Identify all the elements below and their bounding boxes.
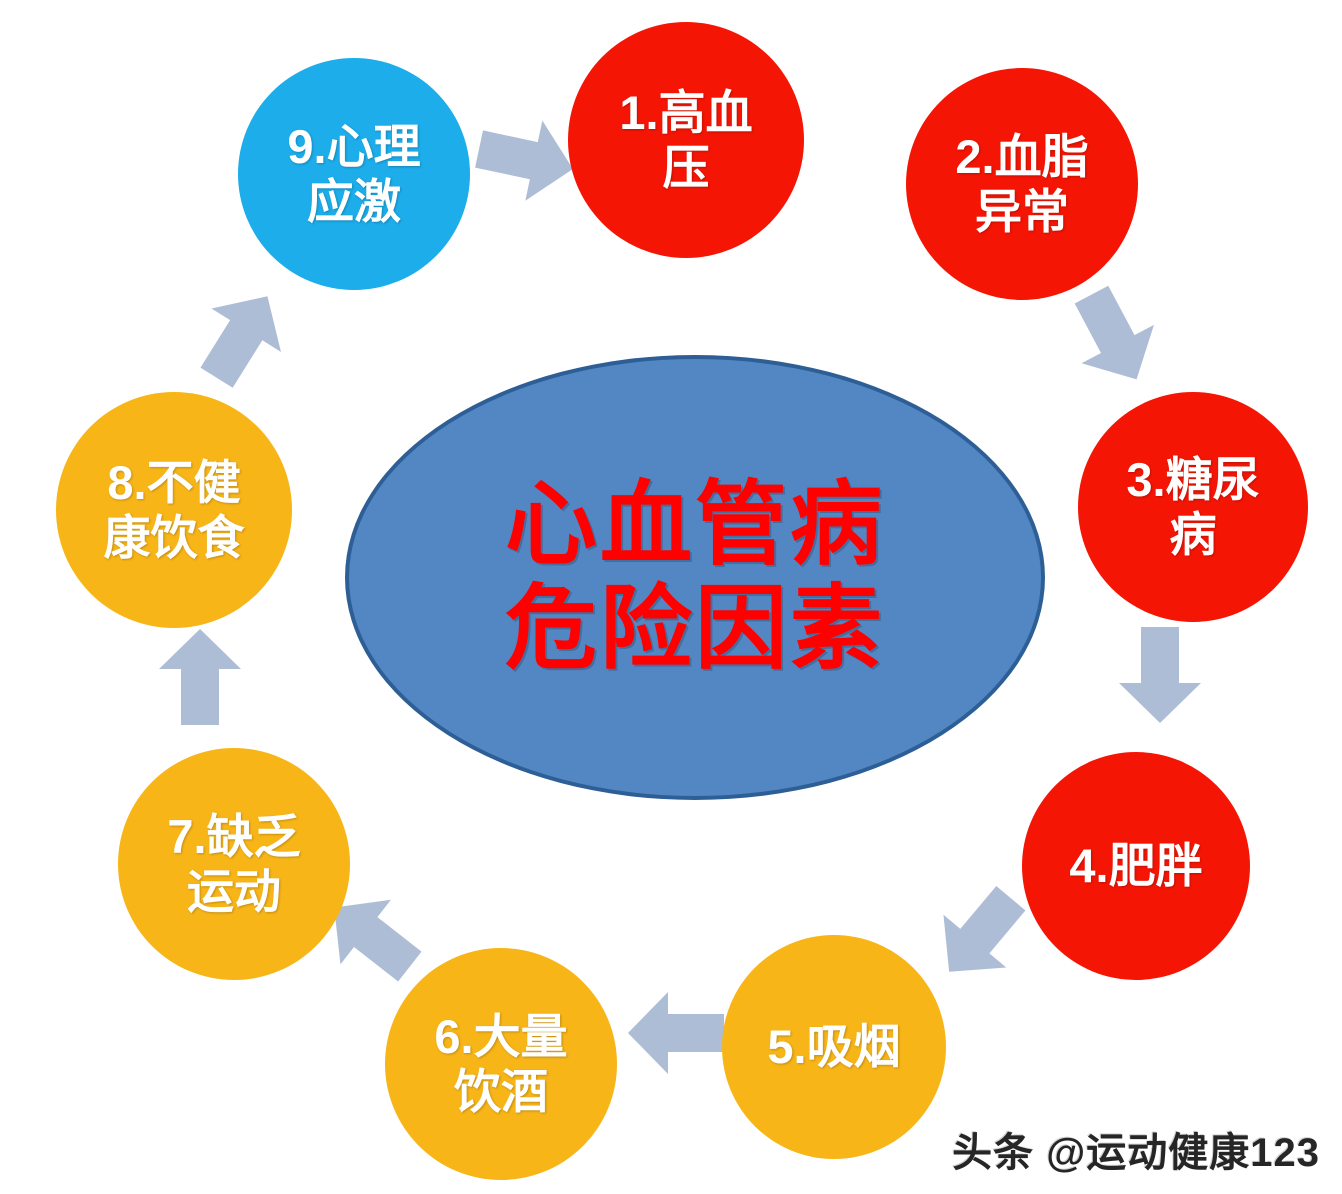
node-5-label: 5.吸烟 — [767, 1020, 901, 1074]
center-ellipse: 心血管病 危险因素 — [345, 355, 1045, 800]
node-6-heavy-drinking[interactable]: 6.大量 饮酒 — [385, 948, 617, 1180]
node-4-label: 4.肥胖 — [1069, 839, 1203, 893]
node-4-obesity[interactable]: 4.肥胖 — [1022, 752, 1250, 980]
node-9-label: 9.心理 应激 — [287, 119, 421, 228]
node-3-label: 3.糖尿 病 — [1126, 452, 1260, 561]
node-2-label: 2.血脂 异常 — [955, 129, 1089, 238]
watermark: 头条 @运动健康123 — [952, 1131, 1320, 1175]
node-2-dyslipidemia[interactable]: 2.血脂 异常 — [906, 68, 1138, 300]
node-3-diabetes[interactable]: 3.糖尿 病 — [1078, 392, 1308, 622]
node-8-label: 8.不健 康饮食 — [103, 455, 245, 564]
node-5-smoking[interactable]: 5.吸烟 — [722, 935, 946, 1159]
node-1-label: 1.高血 压 — [619, 85, 753, 194]
center-title-line-1: 心血管病 — [504, 474, 885, 577]
node-9-psychological-stress[interactable]: 9.心理 应激 — [238, 58, 470, 290]
node-7-label: 7.缺乏 运动 — [167, 809, 301, 918]
node-8-unhealthy-diet[interactable]: 8.不健 康饮食 — [56, 392, 292, 628]
arrow-4-to-5-icon — [913, 868, 1046, 1002]
node-6-label: 6.大量 饮酒 — [434, 1009, 568, 1118]
arrow-7-to-8-icon — [155, 627, 245, 727]
arrow-3-to-4-icon — [1115, 625, 1205, 725]
arrow-6-to-7-icon — [305, 871, 439, 1003]
node-1-hypertension[interactable]: 1.高血 压 — [568, 22, 804, 258]
center-title-line-2: 危险因素 — [504, 577, 885, 680]
arrow-8-to-9-icon — [177, 271, 306, 403]
arrow-9-to-1-icon — [468, 105, 585, 214]
arrow-2-to-3-icon — [1051, 272, 1177, 403]
arrow-5-to-6-icon — [626, 988, 726, 1078]
node-7-lack-of-exercise[interactable]: 7.缺乏 运动 — [118, 748, 350, 980]
